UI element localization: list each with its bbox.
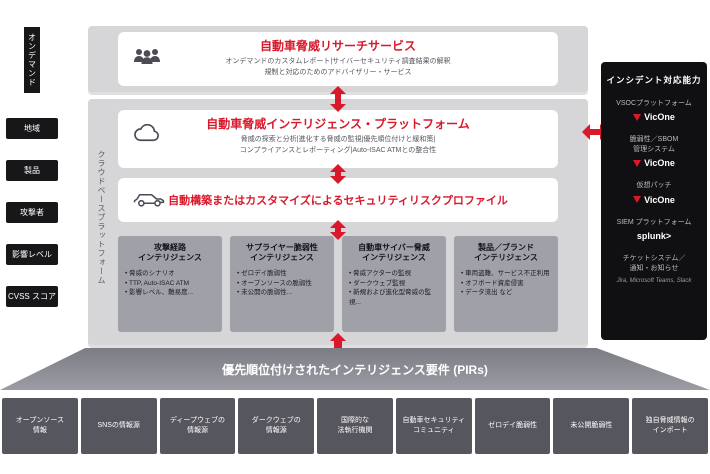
rp-item-siem: SIEM プラットフォーム splunk> [617,218,692,241]
bullet: TTP, Auto-ISAC ATM [125,279,215,289]
on-demand-label: オンデマンド [24,27,40,93]
vicone-logo-text: VicOne [644,194,675,205]
source-zero-day: ゼロデイ脆弱性 [474,398,551,454]
filter-impact-level: 影響レベル [6,244,58,265]
flow-arrow-platform-profile [335,171,341,177]
rp-item-vsoc: VSOCプラットフォーム VicOne [616,99,692,122]
vicone-logo: VicOne [633,112,675,122]
vicone-logo-text: VicOne [644,158,675,169]
intelligence-row: 攻撃経路 インテリジェンス 脅威のシナリオ TTP, Auto-ISAC ATM… [118,236,558,332]
filter-cvss-score: CVSS スコア [6,286,58,307]
research-desc-1: オンデマンドのカスタムレポート|サイバーセキュリティ調査結果の解釈 [225,57,451,65]
flow-arrow-research-platform [335,93,341,105]
pirs-banner: 優先順位付けされたインテリジェンス要件 (PIRs) [0,348,710,390]
rp-item-ticket-system: チケットシステム／ 通知・お知らせ Jira, Microsoft Teams,… [617,254,692,285]
vicone-logo: VicOne [633,158,675,168]
flow-arrow-profile-intel [335,227,341,233]
source-sns: SNSの情報源 [80,398,157,454]
bullet: ゼロデイ脆弱性 [237,269,327,279]
bullet: オフボード資産侵害 [461,279,551,289]
vicone-logo-icon [633,196,642,204]
research-service-box: 自動車脅威リサーチサービス オンデマンドのカスタムレポート|サイバーセキュリティ… [118,32,558,86]
intel-box-supplier-vulnerability: サプライヤー脆弱性 インテリジェンス ゼロデイ脆弱性 オープンソースの脆弱性 未… [230,236,334,332]
bullet: 未公開の脆弱性... [237,288,327,298]
splunk-logo: splunk> [637,231,671,241]
vicone-logo-icon [633,159,642,167]
flow-arrow-intel-pirs [334,340,342,350]
intel-title: サプライヤー脆弱性 インテリジェンス [246,243,318,263]
flow-arrow-platform-incident [589,129,601,135]
vicone-logo-icon [633,113,642,121]
bullet: 新規および進化型脅威の監視... [349,288,439,308]
platform-title: 自動車脅威インテリジェンス・プラットフォーム [206,117,470,131]
rp-item-label: SIEM プラットフォーム [616,218,692,226]
incident-response-panel: インシデント対応能力 VSOCプラットフォーム VicOne 脆弱性／SBOM … [601,62,707,340]
rp-item-label: VSOCプラットフォーム [616,100,692,107]
research-title: 自動車脅威リサーチサービス [259,39,416,53]
rp-item-label: 仮想パッチ [636,182,672,190]
rp-item-sbom: 脆弱性／SBOM 管理システム VicOne [630,135,679,168]
rp-item-virtual-patch: 仮想パッチ VicOne [633,181,675,205]
intel-box-auto-cyber-threat: 自動車サイバー脅威 インテリジェンス 脅威アクターの監視 ダークウェブ監視 新規… [342,236,446,332]
source-law-enforcement: 国際的な 法執行機関 [317,398,393,454]
source-dark-web: ダークウェブの 情報源 [238,398,315,454]
bullet: 影響レベル、難易度... [125,288,215,298]
bullet: 脅威のシナリオ [125,269,215,279]
source-undisclosed: 未公開脆弱性 [553,398,630,454]
source-deep-web: ディープウェブの 情報源 [159,398,236,454]
intel-title: 製品／ブランド インテリジェンス [474,243,538,263]
research-desc-2: 規制と対応のためのアドバイザリー・サービス [264,69,412,77]
intel-bullet-list: 脅威のシナリオ TTP, Auto-ISAC ATM 影響レベル、難易度... [123,269,217,298]
vicone-logo-text: VicOne [644,112,675,123]
source-proprietary-import: 独自脅威情報の インポート [632,398,709,454]
intel-bullet-list: 車両盗難、サービス不正利用 オフボード資産侵害 データ流出 など [459,269,553,298]
platform-desc-2: コンプライアンスとレポーティング|Auto-ISAC ATMとの整合性 [239,147,437,155]
profile-title: 自動構築またはカスタマイズによるセキュリティリスクプロファイル [168,195,508,207]
cloud-icon [132,123,162,149]
intel-title: 自動車サイバー脅威 インテリジェンス [358,243,430,263]
intelligence-platform-box: 自動車脅威インテリジェンス・プラットフォーム 脅威の探索と分析|進化する脅威の監… [118,110,558,168]
rp-item-label: チケットシステム／ 通知・お知らせ [622,255,686,272]
people-icon [132,46,162,71]
splunk-logo-text: splunk> [636,231,672,242]
pirs-banner-text: 優先順位付けされたインテリジェンス要件 (PIRs) [222,362,488,377]
platform-desc-1: 脅威の探索と分析|進化する脅威の監視|優先順位付けと緩和策| [240,135,436,143]
filter-attacker: 攻撃者 [6,202,58,223]
risk-profile-box: 自動構築またはカスタマイズによるセキュリティリスクプロファイル [118,178,558,222]
intel-box-product-brand: 製品／ブランド インテリジェンス 車両盗難、サービス不正利用 オフボード資産侵害… [454,236,558,332]
bullet: ダークウェブ監視 [349,279,439,289]
intel-box-attack-path: 攻撃経路 インテリジェンス 脅威のシナリオ TTP, Auto-ISAC ATM… [118,236,222,332]
ticket-apps-logos: Jira, Microsoft Teams, Slack [616,278,692,285]
filter-list: 地域 製品 攻撃者 影響レベル CVSS スコア [6,118,58,307]
car-icon [132,190,166,213]
incident-panel-title: インシデント対応能力 [606,75,702,85]
bullet: データ流出 など [461,288,551,298]
filter-region: 地域 [6,118,58,139]
source-row: オープンソース 情報 SNSの情報源 ディープウェブの 情報源 ダークウェブの … [2,398,709,454]
bullet: 車両盗難、サービス不正利用 [461,269,551,279]
intel-bullet-list: 脅威アクターの監視 ダークウェブ監視 新規および進化型脅威の監視... [347,269,441,308]
rp-item-label: 脆弱性／SBOM 管理システム [629,136,679,153]
bullet: 脅威アクターの監視 [349,269,439,279]
intel-title: 攻撃経路 インテリジェンス [138,243,202,263]
cloud-platform-label: クラウドベースプラットフォーム [97,150,106,285]
source-auto-security-community: 自動車セキュリティ コミュニティ [395,398,472,454]
filter-product: 製品 [6,160,58,181]
vicone-logo: VicOne [633,195,675,205]
source-open-source: オープンソース 情報 [2,398,78,454]
intel-bullet-list: ゼロデイ脆弱性 オープンソースの脆弱性 未公開の脆弱性... [235,269,329,298]
bullet: オープンソースの脆弱性 [237,279,327,289]
